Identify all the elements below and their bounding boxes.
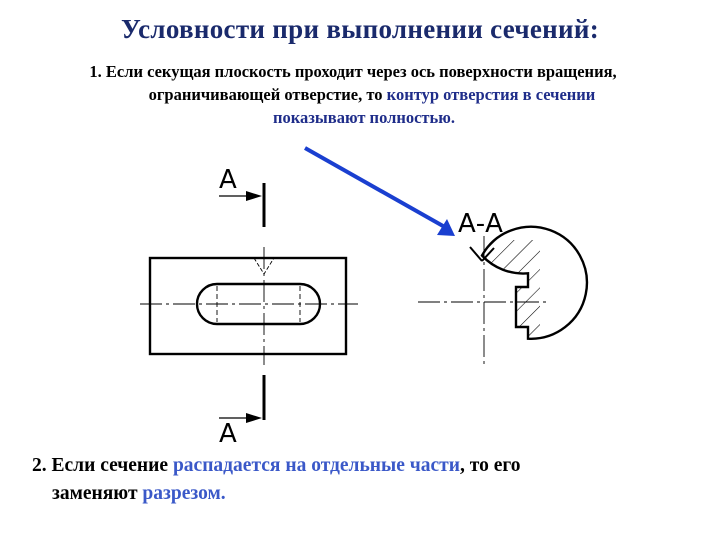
rule-2: 2. Если сечение распадается на отдельные… — [32, 452, 672, 508]
rule-2-line-2-start: заменяют — [52, 483, 143, 504]
slot-hole — [195, 282, 322, 326]
rule-1-line-1: 1. Если секущая плоскость проходит через… — [89, 62, 617, 81]
section-view-label: А-А — [458, 209, 503, 239]
cutting-plane-bottom: А — [219, 375, 266, 449]
rule-1-line-2-text: ограничивающей отверстие, то — [148, 85, 387, 104]
rule-2-line-2: заменяют разрезом. — [32, 480, 672, 508]
rule-2-text-end: , то его — [460, 455, 521, 476]
arrow-right-icon — [246, 413, 262, 423]
section-contour — [480, 225, 589, 340]
section-label-bottom: А — [219, 419, 237, 449]
slide-title: Условности при выполнении сечений: — [120, 14, 600, 44]
rule-1: 1. Если секущая плоскость проходит через… — [0, 60, 720, 129]
rule-2-line-1: 2. Если сечение распадается на отдельные… — [32, 452, 672, 480]
pointer-arrow — [304, 146, 455, 236]
plate-front-view — [140, 247, 358, 365]
arrow-right-icon — [246, 191, 262, 201]
rule-1-highlight: контур отверстия в сечении — [386, 85, 596, 104]
rule-1-line-3: показывают полностью. — [273, 108, 455, 127]
rule-1-line-2: ограничивающей отверстие, то контур отве… — [0, 83, 720, 106]
rule-2-highlight: распадается на отдельные части — [172, 455, 460, 476]
cutting-plane-top: А — [219, 165, 266, 227]
section-label-top: А — [219, 165, 237, 195]
arrow-icon — [437, 219, 455, 236]
rule-2-text-start: 2. Если сечение — [32, 455, 173, 476]
rule-2-line-2-highlight: разрезом. — [142, 483, 226, 504]
